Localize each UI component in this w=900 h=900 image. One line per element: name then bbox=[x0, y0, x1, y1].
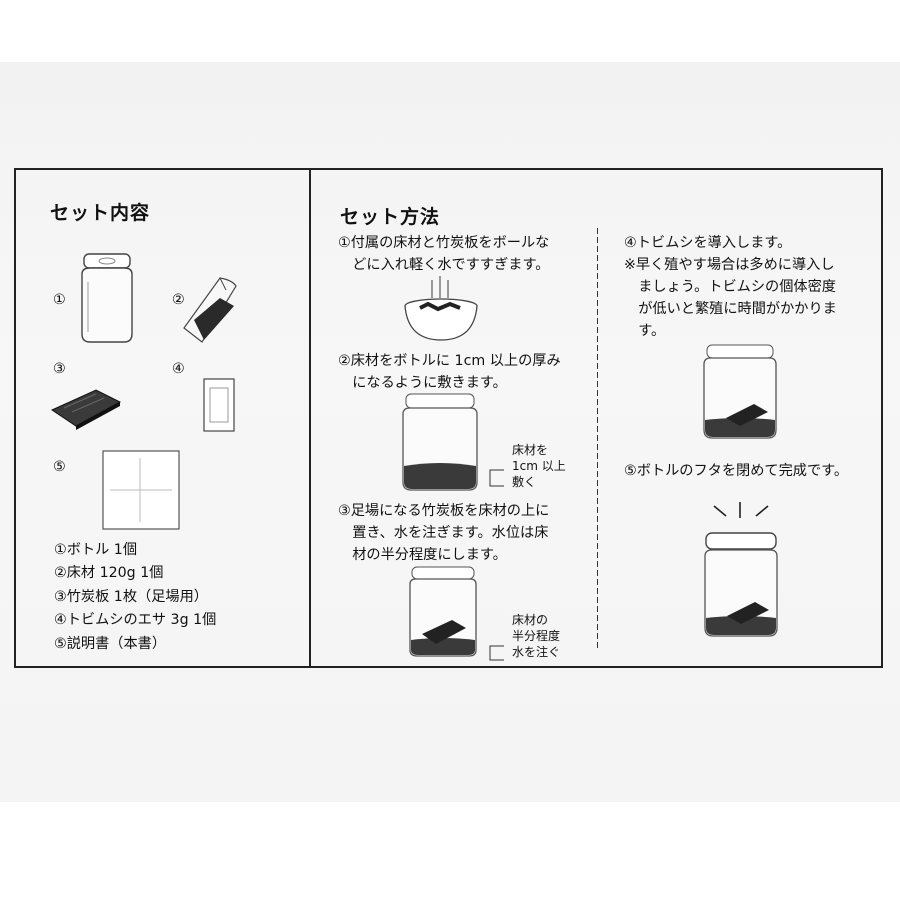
manual-icon bbox=[102, 450, 180, 530]
step3-label-2: 半分程度 bbox=[512, 629, 561, 643]
step3-label-3: 水を注ぐ bbox=[512, 645, 561, 659]
step5-text: ⑤ボトルのフタを閉めて完成です。 bbox=[624, 463, 849, 479]
contents-list-1: ①ボトル 1個 bbox=[54, 542, 138, 558]
charcoal-board-icon bbox=[50, 389, 122, 430]
bottle-closed-icon bbox=[704, 532, 778, 637]
bottle-water-icon bbox=[409, 566, 477, 657]
step3-line2: 置き、水を注ぎます。水位は床 bbox=[338, 525, 549, 541]
contents-list-4: ④トビムシのエサ 3g 1個 bbox=[54, 612, 217, 628]
contents-list-2: ②床材 120g 1個 bbox=[54, 565, 164, 581]
bowl-icon bbox=[404, 276, 478, 341]
step3-line1: ③足場になる竹炭板を床材の上に bbox=[338, 503, 550, 519]
step1-line2: どに入れ軽く水ですすぎます。 bbox=[338, 257, 550, 273]
step2-bracket bbox=[489, 469, 504, 487]
item-number-2: ② bbox=[172, 292, 185, 308]
step4-line5: す。 bbox=[624, 323, 666, 339]
panel-divider bbox=[309, 168, 311, 668]
item-number-3: ③ bbox=[53, 361, 66, 377]
bottle-springtail-icon bbox=[703, 344, 777, 439]
step3-bracket bbox=[489, 645, 504, 661]
column-divider-dashed bbox=[597, 228, 598, 648]
contents-title: セット内容 bbox=[50, 202, 151, 224]
step2-line1: ②床材をボトルに 1cm 以上の厚み bbox=[338, 353, 561, 369]
step1-line1: ①付属の床材と竹炭板をボールな bbox=[338, 235, 550, 251]
step4-line4: が低いと繁殖に時間がかかりま bbox=[624, 301, 837, 317]
item-number-1: ① bbox=[53, 292, 66, 308]
item-number-5: ⑤ bbox=[53, 459, 66, 475]
instruction-frame bbox=[14, 168, 883, 668]
food-pack-icon bbox=[203, 378, 235, 432]
step3-line3: 材の半分程度にします。 bbox=[338, 547, 507, 563]
contents-list-3: ③竹炭板 1枚（足場用） bbox=[54, 589, 208, 605]
step2-label-3: 敷く bbox=[512, 475, 537, 489]
sparkle-lines-icon bbox=[713, 502, 769, 518]
bottle-substrate-icon bbox=[402, 393, 478, 491]
item-number-4: ④ bbox=[172, 361, 185, 377]
step2-line2: になるように敷きます。 bbox=[338, 375, 507, 391]
step3-label-1: 床材の bbox=[512, 613, 549, 627]
bottle-icon bbox=[81, 253, 133, 343]
contents-list-5: ⑤説明書（本書） bbox=[54, 636, 167, 652]
substrate-bag-icon bbox=[183, 277, 237, 343]
method-title: セット方法 bbox=[340, 206, 441, 228]
step4-line3: ましょう。トビムシの個体密度 bbox=[624, 279, 836, 295]
step2-label-1: 床材を bbox=[512, 443, 549, 457]
step4-line1: ④トビムシを導入します。 bbox=[624, 235, 792, 251]
step4-line2: ※早く殖やす場合は多めに導入し bbox=[624, 257, 835, 273]
step2-label-2: 1cm 以上 bbox=[512, 459, 566, 473]
